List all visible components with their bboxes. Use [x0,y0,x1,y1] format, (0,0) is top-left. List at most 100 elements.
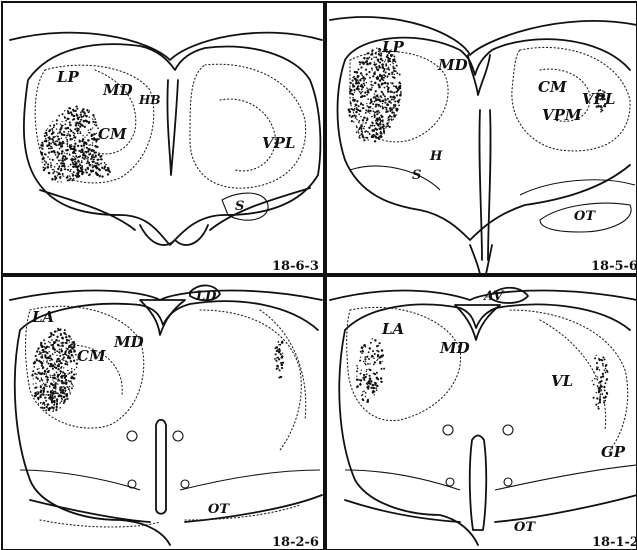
labelled-cell-dot [368,127,370,129]
labelled-cell-dot [380,368,382,370]
labelled-cell-dot [360,373,362,375]
labelled-cell-dot [54,330,56,332]
labelled-cell-dot [77,117,80,120]
labelled-cell-dot [50,164,52,166]
labelled-cell-dot [349,115,351,117]
labelled-cell-dot [368,109,370,111]
labelled-cell-dot [378,61,380,63]
labelled-cell-dot [51,406,54,409]
labelled-cell-dot [384,106,386,108]
labelled-cell-dot [599,369,601,371]
labelled-cell-dot [61,359,63,361]
labelled-cell-dot [356,386,358,388]
labelled-cell-dot [363,390,364,391]
labelled-cell-dot [54,166,56,168]
labelled-cell-dot [596,362,598,364]
labelled-cell-dot [61,366,63,368]
labelled-cell-dot [56,372,58,374]
labelled-cell-dot [375,53,376,54]
labelled-cell-dot [73,137,75,139]
labelled-cell-dot [394,101,396,103]
labelled-cell-dot [70,360,72,362]
labelled-cell-dot [349,92,351,94]
labelled-cell-dot [278,358,280,360]
labelled-cell-dot [80,119,82,121]
labelled-cell-dot [370,81,372,83]
labelled-cell-dot [53,344,55,346]
labelled-cell-dot [605,364,607,366]
labelled-cell-dot [41,152,42,153]
labelled-cell-dot [355,104,357,106]
labelled-cell-dot [74,378,75,379]
labelled-cell-dot [364,363,366,365]
labelled-cell-dot [358,68,360,70]
labelled-cell-dot [606,371,608,373]
labelled-cell-dot [51,151,53,153]
labelled-cell-dot [67,175,69,177]
labelled-cell-dot [75,155,77,157]
labelled-cell-dot [46,130,48,132]
labelled-cell-dot [80,112,82,114]
labelled-cell-dot [71,368,72,369]
labelled-cell-dot [80,131,81,132]
labelled-cell-dot [93,166,95,168]
labelled-cell-dot [369,57,371,59]
labelled-cell-dot [74,133,76,135]
third-ventricle [156,420,166,514]
labelled-cell-dot [95,166,97,168]
labelled-cell-dot [65,382,68,385]
label-md: MD [439,339,470,357]
labelled-cell-dot [66,398,68,400]
labelled-cell-dot [76,106,78,108]
labelled-cell-dot [40,147,41,148]
labelled-cell-dot [92,156,94,158]
labelled-cell-dot [85,156,87,158]
labelled-cell-dot [69,390,70,391]
labelled-cell-dot [365,69,367,71]
labelled-cell-dot [72,145,73,146]
label-ot: OT [208,502,230,517]
labelled-cell-dot [356,100,358,102]
labelled-cell-dot [57,368,59,370]
panel-18-6-3: LP MD HB CM VPL S 18-6-3 [2,2,324,274]
labelled-cell-dot [49,395,51,397]
labelled-cell-dot [380,135,382,137]
labelled-cell-dot [70,146,72,148]
labelled-cell-dot [387,82,389,84]
labelled-cell-dot [373,110,375,112]
labelled-cell-dot [74,128,76,130]
labelled-cell-dot [62,382,64,384]
labelled-cell-dot [44,351,46,353]
labelled-cell-dot [99,169,101,171]
labelled-cell-dot [56,360,57,361]
labelled-cell-dot [68,166,69,167]
labelled-cell-dot [61,181,62,182]
s-structure [222,193,268,220]
labelled-cell-dot [605,382,607,384]
labelled-cell-dot [46,406,48,408]
labelled-cell-dot [59,176,61,178]
labelled-cell-dot [78,156,80,158]
labelled-cell-dot [52,397,54,399]
lower-structures [40,188,310,245]
labelled-cell-dot [59,358,60,359]
labelled-cell-dot [61,159,64,162]
labelled-cell-dot [391,72,393,74]
labelled-cell-dot [107,173,109,175]
labelled-cell-dot [388,69,390,71]
labelled-cell-dot [56,340,57,341]
labelled-cell-dot [62,141,64,143]
labelled-cell-dot [365,346,366,347]
labelled-cell-dot [600,111,602,113]
labelled-cell-dot [44,384,46,386]
labelled-cell-dot [276,365,279,368]
labelled-cell-dot [372,125,374,127]
labelled-cell-dot [44,153,46,155]
labelled-cell-dot [46,145,49,148]
labelled-cell-dot [43,391,45,393]
labelled-cell-dot [61,113,63,115]
labelled-cell-dot [393,112,395,114]
labelled-cell-dot [64,342,66,344]
labelled-cell-dot [104,166,106,168]
labelled-cell-dot [596,368,598,370]
